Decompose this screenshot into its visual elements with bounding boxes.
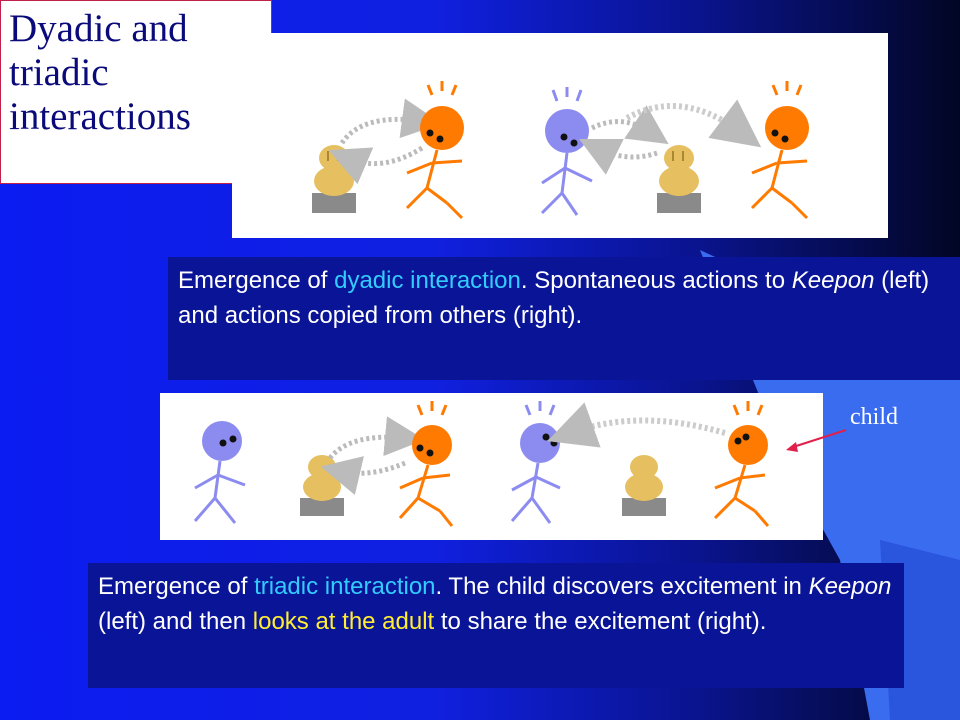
caption-highlight-looks: looks at the adult [252, 608, 435, 635]
caption-text: (left) and actions copied from others (r… [178, 267, 930, 329]
child-pointer-arrow [786, 429, 847, 452]
dyadic-illustration [232, 33, 888, 238]
adult-figure-left [193, 421, 246, 524]
child-figure-right [713, 401, 770, 527]
keepon-figure-left [312, 145, 356, 213]
title-line-2: triadic [9, 51, 109, 94]
adult-figure-right [510, 401, 561, 524]
child-figure-left [405, 81, 464, 220]
keepon-figure-left [300, 455, 344, 516]
child-figure-left [398, 401, 454, 527]
caption-text: (left) and then [98, 608, 253, 635]
keepon-figure-right [657, 145, 701, 213]
caption-text: Emergence of [178, 267, 335, 294]
triadic-caption: Emergence of triadic interaction. The ch… [88, 563, 904, 688]
title-line-1: Dyadic and [9, 7, 188, 50]
caption-highlight-triadic: triadic interaction [254, 573, 436, 600]
caption-keepon: Keepon [808, 573, 892, 600]
interaction-arrow-loop-left [339, 98, 442, 145]
triadic-illustration [160, 393, 823, 540]
caption-text: . Spontaneous actions to [520, 267, 792, 294]
dyadic-caption: Emergence of dyadic interaction. Spontan… [168, 257, 960, 380]
keepon-figure-right [622, 455, 666, 516]
interaction-arrow-loop-right [590, 105, 669, 145]
copy-arrow [625, 99, 762, 148]
caption-highlight-dyadic: dyadic interaction [334, 267, 521, 294]
gaze-arrow [547, 402, 726, 448]
caption-text: Emergence of [98, 573, 255, 600]
title-box: Dyadic and triadic interactions [0, 0, 272, 184]
caption-text: . The child discovers excitement in [435, 573, 809, 600]
caption-keepon: Keepon [791, 267, 875, 294]
child-label: child [850, 404, 898, 430]
caption-text: to share the excitement (right). [434, 608, 767, 635]
child-figure-right [750, 81, 809, 220]
adult-figure [540, 87, 593, 216]
title-line-3: interactions [9, 95, 191, 138]
